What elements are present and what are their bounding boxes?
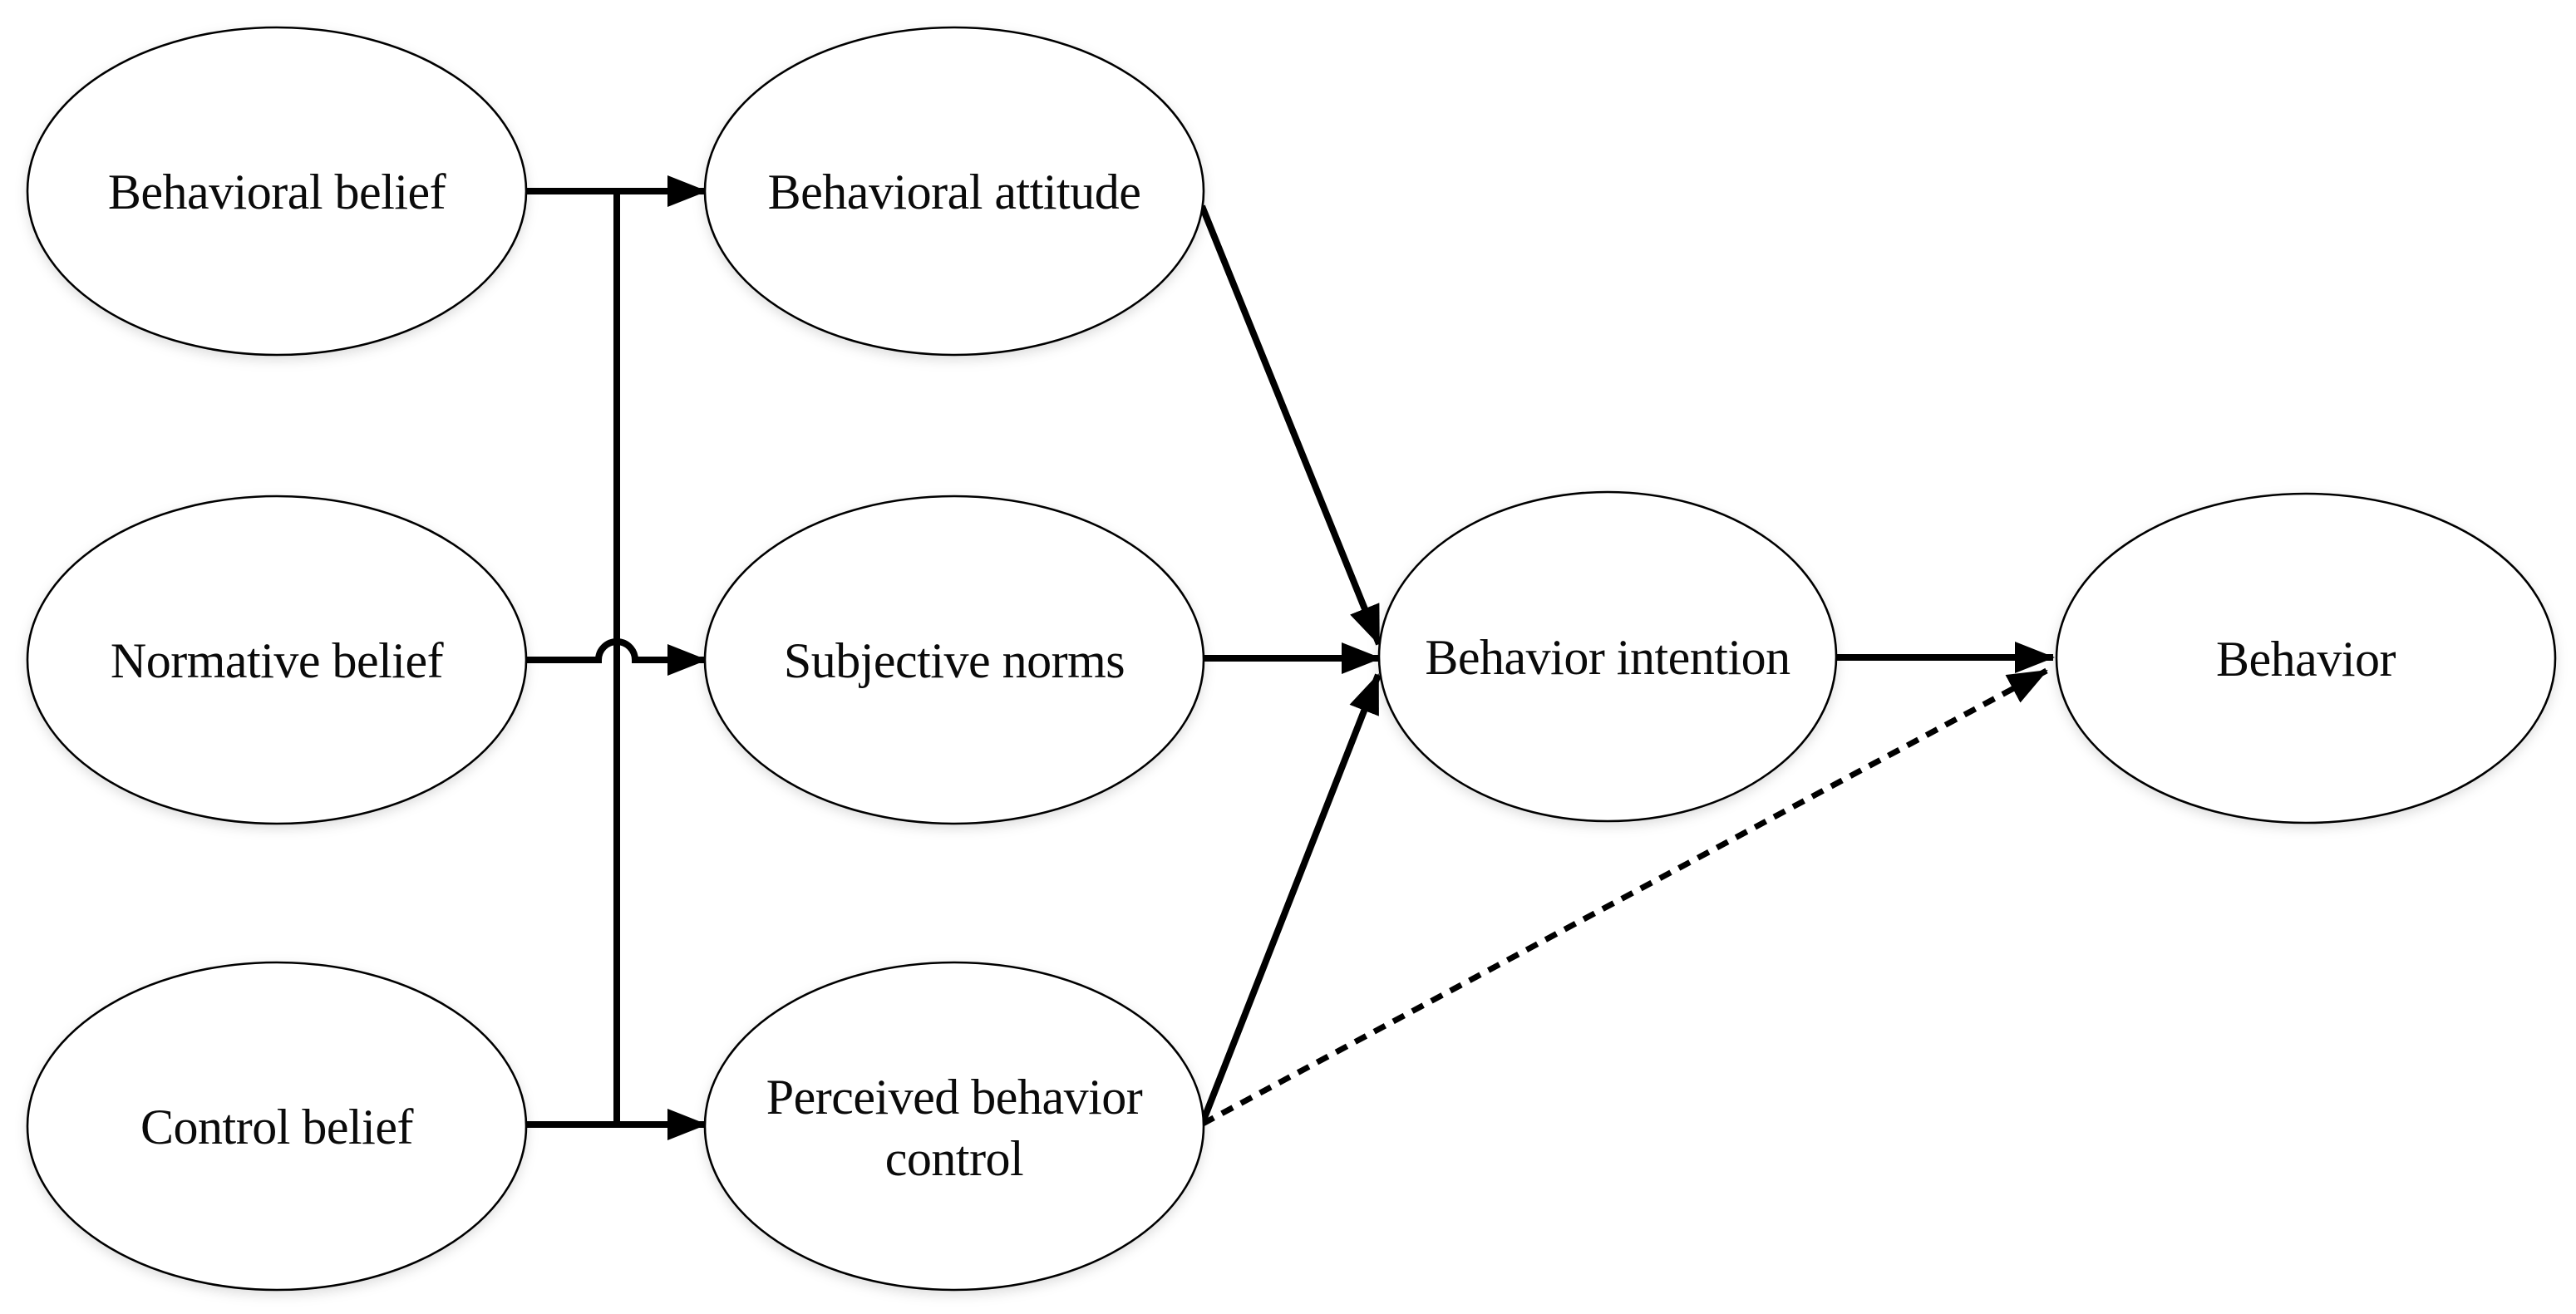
behavioral-belief-ellipse xyxy=(26,26,528,357)
node-perceived-behavior-control: Perceived behavior control xyxy=(703,961,1205,1292)
node-behavioral-belief: Behavioral belief xyxy=(26,26,528,357)
node-normative-belief: Normative belief xyxy=(26,495,528,825)
subjective-norms-ellipse xyxy=(703,495,1205,825)
control-belief-label: Control belief xyxy=(140,1100,413,1154)
node-behavior-intention: Behavior intention xyxy=(1377,490,1838,823)
edge-perceived-behavior-control-to-behavior-dashed xyxy=(1201,667,2048,1127)
perceived-behavior-control-label-line2: control xyxy=(885,1131,1023,1186)
behavior-label: Behavior xyxy=(2216,632,2396,687)
perceived-behavior-control-label-line1: Perceived behavior xyxy=(766,1070,1143,1125)
behavior-intention-label: Behavior intention xyxy=(1425,630,1790,685)
edge-behavioral-attitude-to-behavior-intention xyxy=(1199,204,1382,646)
node-control-belief: Control belief xyxy=(26,961,528,1292)
node-behavioral-attitude: Behavioral attitude xyxy=(703,26,1205,357)
behavior-intention-ellipse xyxy=(1377,490,1838,823)
edge-normative-belief-to-subjective-norms xyxy=(526,638,707,676)
edge-perceived-behavior-control-to-behavior-intention xyxy=(1199,673,1382,1124)
control-belief-ellipse xyxy=(26,961,528,1292)
normative-belief-ellipse xyxy=(26,495,528,825)
behavioral-attitude-label: Behavioral attitude xyxy=(768,165,1141,219)
normative-belief-label: Normative belief xyxy=(111,633,444,688)
subjective-norms-label: Subjective norms xyxy=(784,633,1125,688)
behavioral-attitude-ellipse xyxy=(703,26,1205,357)
perceived-behavior-control-ellipse xyxy=(703,961,1205,1292)
behavioral-belief-label: Behavioral belief xyxy=(108,165,446,219)
node-subjective-norms: Subjective norms xyxy=(703,495,1205,825)
edges-layer xyxy=(526,175,2055,1140)
nodes-layer: Behavioral belief Normative belief Contr… xyxy=(26,26,2557,1292)
node-behavior: Behavior xyxy=(2055,492,2557,824)
behavior-ellipse xyxy=(2055,492,2557,824)
